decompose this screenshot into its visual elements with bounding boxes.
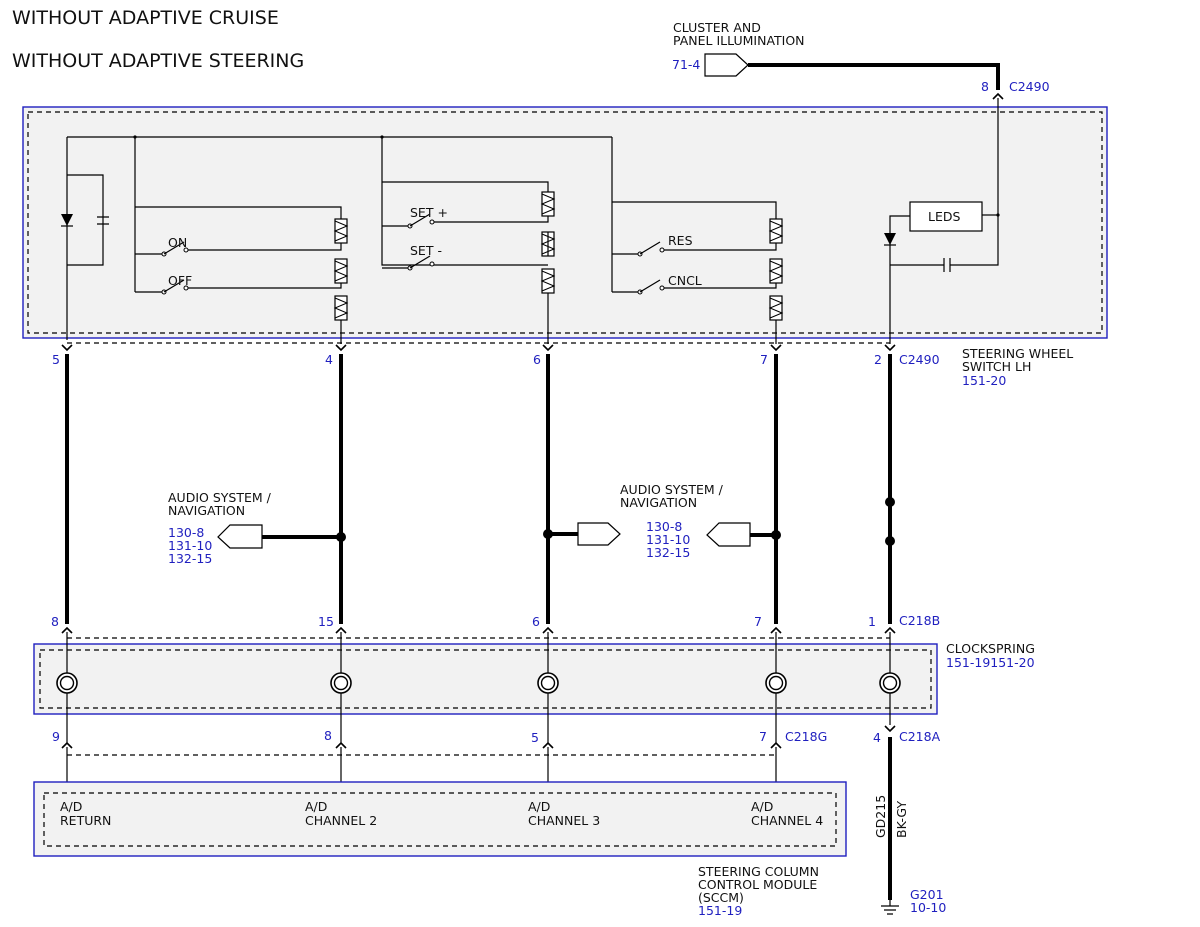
cluster-label-2: PANEL ILLUMINATION bbox=[673, 33, 805, 48]
connector-arrow-cluster bbox=[704, 53, 749, 77]
c2490-top-pin: 8 bbox=[981, 79, 989, 94]
switch-on-label: ON bbox=[168, 235, 187, 250]
c218b-pin: 6 bbox=[532, 614, 540, 629]
connector-arrow-audio-left bbox=[217, 524, 263, 549]
c218a-pin: 4 bbox=[873, 730, 881, 745]
splice-icon bbox=[885, 497, 895, 507]
capacitor-icon bbox=[97, 216, 109, 225]
c2490-pin: 6 bbox=[533, 352, 541, 367]
sccm-input-label: A/D bbox=[60, 799, 82, 814]
c218g-pin: 8 bbox=[324, 728, 332, 743]
clockspring-coil-icon bbox=[765, 672, 787, 694]
resistor-icon bbox=[334, 295, 348, 321]
wire-illumination bbox=[748, 63, 1000, 90]
connector-arrow-audio-center bbox=[577, 522, 621, 546]
sccm-label-2: CONTROL MODULE bbox=[698, 877, 817, 892]
c218g-pin: 7 bbox=[759, 729, 767, 744]
c218a-name: C218A bbox=[899, 729, 941, 744]
switch-res-label: RES bbox=[668, 233, 693, 248]
diode-icon bbox=[884, 233, 896, 245]
audio-right-ref: 130-8 bbox=[646, 519, 682, 534]
title-1: WITHOUT ADAPTIVE CRUISE bbox=[12, 7, 279, 29]
audio-right-ref: 131-10 bbox=[646, 532, 690, 547]
resistor-icon bbox=[541, 191, 555, 217]
diode-icon bbox=[61, 214, 73, 226]
audio-left-ref: 132-15 bbox=[168, 551, 212, 566]
audio-left-label-1: AUDIO SYSTEM / bbox=[168, 490, 272, 505]
sccm-input-label: RETURN bbox=[60, 813, 111, 828]
switch-off-label: OFF bbox=[168, 273, 192, 288]
splice-icon bbox=[336, 532, 346, 542]
title-2: WITHOUT ADAPTIVE STEERING bbox=[12, 50, 304, 72]
sccm-input-label: CHANNEL 4 bbox=[751, 813, 823, 828]
resistor-icon bbox=[541, 268, 555, 294]
clockspring-coil-icon bbox=[56, 672, 78, 694]
audio-right-label-1: AUDIO SYSTEM / bbox=[620, 482, 724, 497]
audio-right-ref: 132-15 bbox=[646, 545, 690, 560]
resistor-icon bbox=[769, 258, 783, 284]
connector-arrow-audio-right bbox=[706, 522, 751, 547]
c218b-pin: 1 bbox=[868, 614, 876, 629]
leds-box bbox=[909, 201, 983, 232]
c2490-pin: 5 bbox=[52, 352, 60, 367]
swsw-label-2: SWITCH LH bbox=[962, 359, 1031, 374]
swsw-ref: 151-20 bbox=[962, 373, 1006, 388]
audio-left-ref: 130-8 bbox=[168, 525, 204, 540]
c2490-pin: 4 bbox=[325, 352, 333, 367]
switch-cncl-label: CNCL bbox=[668, 273, 702, 288]
audio-left-ref: 131-10 bbox=[168, 538, 212, 553]
switch-set-minus-label: SET - bbox=[410, 243, 442, 258]
cluster-label-1: CLUSTER AND bbox=[673, 20, 761, 35]
audio-right-label-2: NAVIGATION bbox=[620, 495, 697, 510]
ground-icon bbox=[881, 900, 899, 915]
ground-name: G201 bbox=[910, 887, 944, 902]
sccm-ref: 151-19 bbox=[698, 903, 742, 918]
sccm-box bbox=[33, 781, 847, 857]
clockspring-box bbox=[33, 643, 938, 715]
clockspring-coil-icon bbox=[330, 672, 352, 694]
c2490-pin: 2 bbox=[874, 352, 882, 367]
switch-set-plus-label: SET + bbox=[410, 205, 448, 220]
c218g-pin: 5 bbox=[531, 730, 539, 745]
resistor-icon bbox=[769, 218, 783, 244]
audio-left-label-2: NAVIGATION bbox=[168, 503, 245, 518]
cluster-ref: 71-4 bbox=[672, 57, 700, 72]
clockspring-coil-icon bbox=[879, 672, 901, 694]
sccm-input-label: CHANNEL 2 bbox=[305, 813, 377, 828]
c2490-top-name: C2490 bbox=[1009, 79, 1050, 94]
clockspring-ref: 151-19151-20 bbox=[946, 655, 1035, 670]
c218g-name: C218G bbox=[785, 729, 827, 744]
sccm-input-label: A/D bbox=[751, 799, 773, 814]
clockspring-coil-icon bbox=[537, 672, 559, 694]
splice-icon bbox=[885, 536, 895, 546]
c218b-pin: 15 bbox=[318, 614, 334, 629]
ground-wire-color: BK-GY bbox=[894, 801, 909, 838]
sccm-input-label: CHANNEL 3 bbox=[528, 813, 600, 828]
c218g-pin: 9 bbox=[52, 729, 60, 744]
clockspring-label: CLOCKSPRING bbox=[946, 641, 1035, 656]
swsw-label-1: STEERING WHEEL bbox=[962, 346, 1073, 361]
resistor-icon bbox=[334, 218, 348, 244]
ground-circuit: GD215 bbox=[873, 795, 888, 838]
sccm-label-3: (SCCM) bbox=[698, 890, 744, 905]
c218b-pin: 8 bbox=[51, 614, 59, 629]
c218b-pin: 7 bbox=[754, 614, 762, 629]
sccm-input-label: A/D bbox=[528, 799, 550, 814]
sccm-input-label: A/D bbox=[305, 799, 327, 814]
resistor-icon bbox=[769, 295, 783, 321]
ground-ref: 10-10 bbox=[910, 900, 946, 915]
c2490-pin: 7 bbox=[760, 352, 768, 367]
sccm-label-1: STEERING COLUMN bbox=[698, 864, 819, 879]
c2490-bottom-name: C2490 bbox=[899, 352, 940, 367]
leds-label: LEDS bbox=[928, 209, 960, 224]
resistor-icon bbox=[334, 258, 348, 284]
c218b-name: C218B bbox=[899, 613, 940, 628]
splice-icon bbox=[771, 530, 781, 540]
